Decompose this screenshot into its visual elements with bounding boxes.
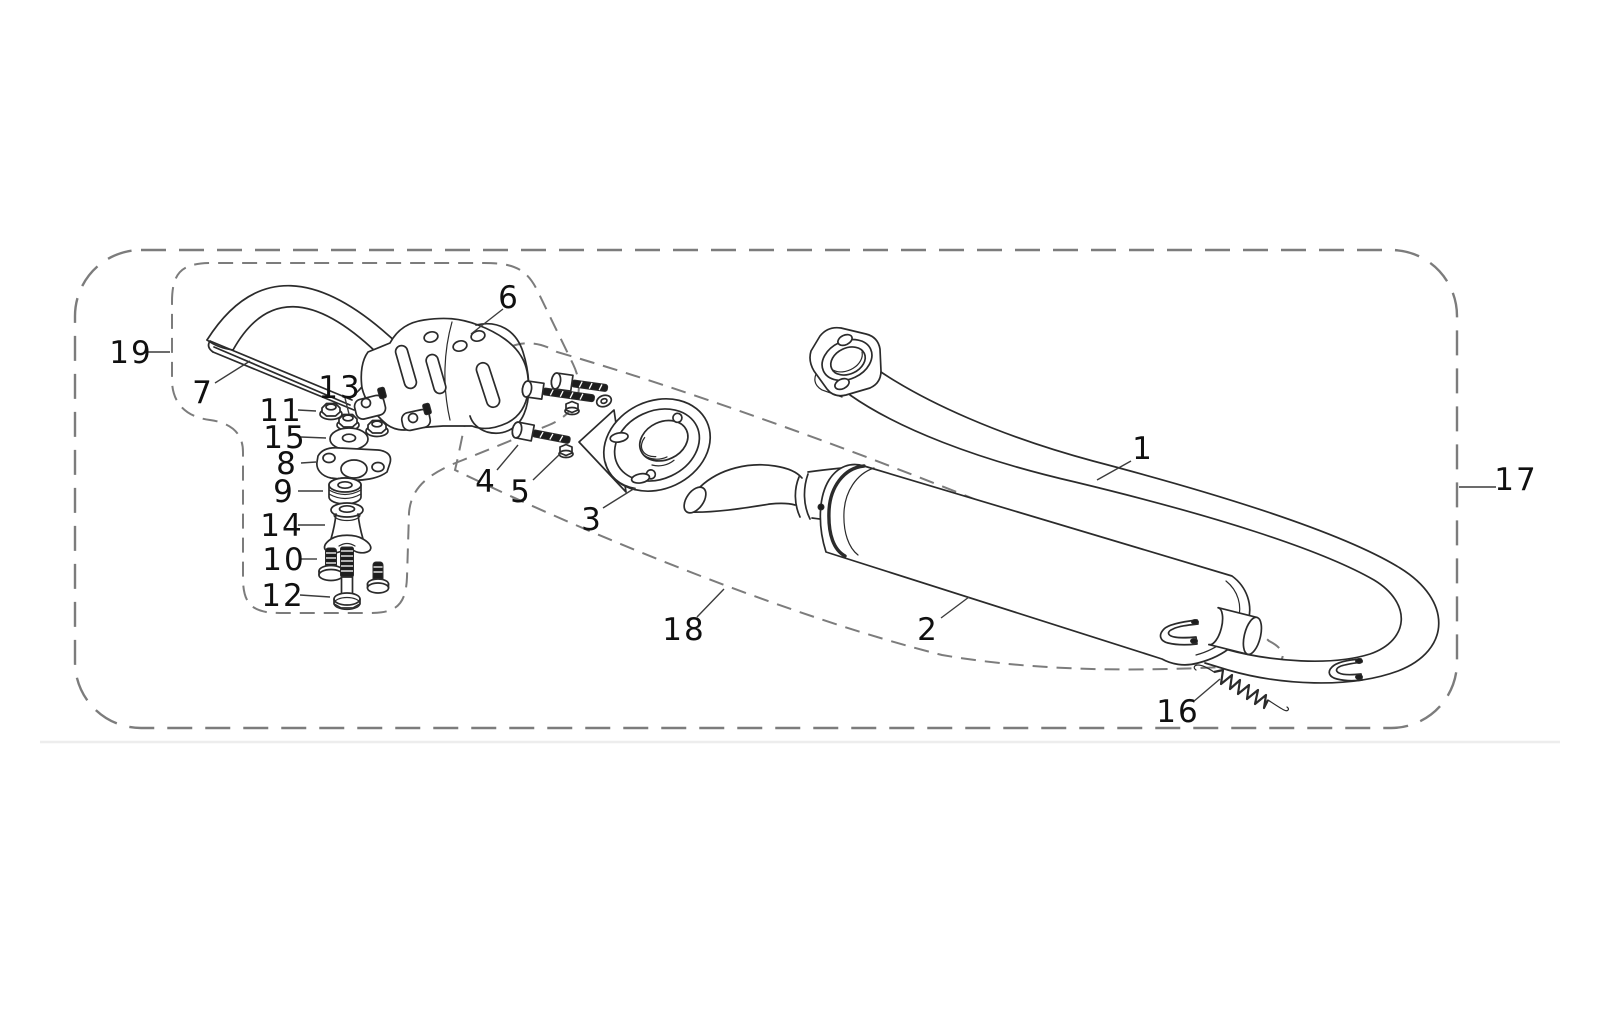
socket-bolt-4c bbox=[511, 421, 571, 444]
leader-1 bbox=[1096, 460, 1132, 481]
muffler-inlet-elbow bbox=[683, 463, 843, 522]
part-label-5: 5 bbox=[510, 474, 532, 510]
flat-washer-15 bbox=[329, 427, 369, 451]
hex-nut-extra bbox=[365, 419, 389, 438]
leader-2 bbox=[940, 596, 970, 619]
clamp-bracket bbox=[353, 317, 530, 434]
leader-12 bbox=[299, 594, 331, 598]
leader-7 bbox=[214, 360, 251, 384]
outer-group-boundary bbox=[73, 248, 1459, 730]
nut-5b bbox=[564, 400, 580, 416]
leader-3 bbox=[602, 487, 636, 509]
leader-lines bbox=[147, 308, 1496, 703]
muffler-outlet-tip bbox=[1208, 606, 1263, 656]
part-label-3: 3 bbox=[581, 502, 603, 538]
washer-5a bbox=[595, 394, 613, 408]
part-label-15: 15 bbox=[263, 420, 306, 456]
part-label-18: 18 bbox=[662, 612, 705, 648]
socket-bolt-4b bbox=[550, 372, 609, 392]
part-label-11: 11 bbox=[259, 393, 302, 429]
exhaust-flange bbox=[578, 397, 712, 493]
part-label-19: 19 bbox=[109, 335, 152, 371]
bolt-10 bbox=[318, 547, 344, 582]
part-label-12: 12 bbox=[261, 578, 304, 614]
clamp-slot-holes bbox=[394, 329, 501, 409]
spacer-bushing-14 bbox=[323, 502, 372, 554]
bolt-long-12 bbox=[333, 546, 361, 611]
part-label-14: 14 bbox=[260, 508, 303, 544]
part-label-9: 9 bbox=[273, 474, 295, 510]
part-label-16: 16 bbox=[1156, 694, 1199, 730]
part-label-6: 6 bbox=[498, 280, 520, 316]
leader-8 bbox=[300, 461, 317, 464]
muffler-hook bbox=[1159, 619, 1199, 646]
pipe-header-flange bbox=[809, 326, 882, 398]
muffler bbox=[683, 463, 1263, 666]
exhaust-pipe-body bbox=[850, 370, 1439, 683]
leader-16 bbox=[1192, 678, 1221, 703]
part-labels: 1 2 3 4 5 6 7 8 9 10 11 12 13 14 15 16 1… bbox=[109, 280, 1537, 730]
part-label-4: 4 bbox=[475, 464, 497, 500]
leader-18 bbox=[696, 588, 725, 618]
part-label-13: 13 bbox=[318, 370, 361, 406]
bracket-plate-8 bbox=[316, 446, 392, 482]
leader-4 bbox=[496, 444, 519, 471]
shield-group-boundary bbox=[171, 262, 580, 614]
leader-13 bbox=[344, 397, 350, 415]
hex-nut-11 bbox=[319, 402, 343, 421]
nut-5c bbox=[558, 443, 574, 459]
tension-spring bbox=[1193, 664, 1290, 712]
clamp-mount-tabs bbox=[353, 386, 432, 432]
part-label-2: 2 bbox=[917, 612, 939, 648]
part-label-1: 1 bbox=[1132, 431, 1154, 467]
part-label-7: 7 bbox=[192, 375, 214, 411]
part-label-8: 8 bbox=[276, 446, 298, 482]
bolt-short-extra bbox=[366, 561, 390, 594]
part-label-10: 10 bbox=[262, 542, 305, 578]
pipe-hook bbox=[1328, 658, 1363, 682]
part-label-17: 17 bbox=[1494, 462, 1537, 498]
leader-5 bbox=[532, 452, 562, 481]
rubber-grommet-9 bbox=[328, 477, 362, 505]
leader-6 bbox=[470, 308, 504, 335]
leader-15 bbox=[300, 436, 327, 439]
leader-11 bbox=[297, 409, 317, 412]
muffler-weld-dot bbox=[817, 503, 825, 511]
